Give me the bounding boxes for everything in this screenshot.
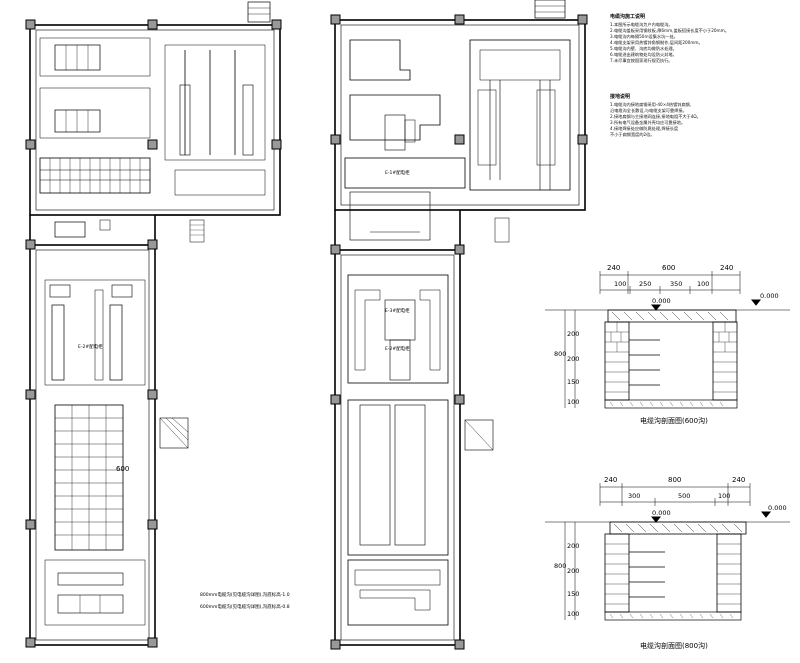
section-600-drawing (545, 271, 790, 409)
left-room-label-1: E-2#配电柜 (78, 345, 103, 350)
s800-vdim-4: 100 (567, 610, 580, 618)
s800-elevation-1: 0.000 (768, 504, 787, 512)
s600-dim-sub-2: 350 (670, 280, 683, 288)
s600-dim-sub-1: 250 (639, 280, 652, 288)
s600-vdim-1: 200 (567, 330, 580, 338)
middle-room-label-2: E-2#配电柜 (385, 347, 410, 352)
s600-vdim-4: 100 (567, 398, 580, 406)
middle-floor-plan (330, 0, 588, 650)
s800-dim-top-1: 800 (668, 476, 682, 484)
s800-elevation-0: 0.000 (652, 509, 671, 517)
middle-room-label-0: E-1#配电柜 (385, 171, 410, 176)
notes-title-2: 接地说明 (610, 94, 631, 100)
s600-caption: 电缆沟剖面图(600沟) (640, 417, 708, 425)
notes-line: 7.未尽事宜按国家现行规范执行。 (610, 58, 673, 63)
s600-dim-top-0: 240 (607, 264, 621, 272)
s600-dim-sub-0: 100 (614, 280, 627, 288)
left-dimension-600: 600 (116, 465, 130, 473)
middle-room-label-1: E-3#配电柜 (385, 309, 410, 314)
s600-vdim-2: 200 (567, 355, 580, 363)
s600-dim-top-2: 240 (720, 264, 734, 272)
notes-line: 3.所有电气设备金属外壳均应可靠接地。 (610, 120, 686, 125)
notes-line: 不小于扁钢宽度的2倍。 (610, 132, 655, 137)
notes-line: 4.电缆支架采用热镀锌角钢制作,层间距200mm。 (610, 40, 703, 45)
s600-elevation-0: 0.000 (652, 297, 671, 305)
s600-elevation-1: 0.000 (760, 292, 779, 300)
notes-line: 4.接地焊接处应做防腐处理,焊接长度 (610, 126, 679, 131)
notes-line: 1.电缆沟内接地扁钢采用-40×4热镀锌扁钢, (610, 102, 692, 107)
notes-line: 5.电缆沟内壁、沟底均做防水处理。 (610, 46, 677, 51)
s800-vdim-2: 200 (567, 567, 580, 575)
section-800-drawing (545, 483, 790, 621)
s800-dim-sub-1: 500 (678, 492, 691, 500)
notes-title: 电缆沟施工说明 (610, 14, 646, 20)
s800-dim-sub-2: 100 (718, 492, 731, 500)
s800-dim-top-0: 240 (604, 476, 618, 484)
s600-vdim-3: 150 (567, 378, 580, 386)
notes-line: 沿电缆沟全长敷设,与电缆支架可靠焊接。 (610, 108, 687, 113)
left-note-line-0: 800mm电缆沟(见电缆沟详图),沟底标高-1.0 (200, 593, 290, 598)
s800-vdim-3: 150 (567, 590, 580, 598)
notes-line: 2.接地扁钢与主接地网连接,接地电阻不大于4Ω。 (610, 114, 701, 119)
s600-dim-top-1: 600 (662, 264, 676, 272)
s800-dim-top-2: 240 (732, 476, 746, 484)
construction-notes: 电缆沟施工说明 1.本图所示电缆沟为户内电缆沟。 2.电缆沟盖板采用钢纹板,厚6… (610, 14, 729, 138)
notes-line: 3.电缆沟内每隔50m设集水坑一处。 (610, 34, 678, 39)
s800-vdim-1: 200 (567, 542, 580, 550)
notes-line: 1.本图所示电缆沟为户内电缆沟。 (610, 22, 673, 27)
notes-line: 6.电缆进出建筑物处均设防火封堵。 (610, 52, 677, 57)
s800-vdim-0: 800 (554, 562, 567, 570)
left-note-line-1: 600mm电缆沟(见电缆沟详图),沟底标高-0.8 (200, 605, 290, 610)
left-floor-plan (25, 1, 282, 648)
s600-vdim-0: 800 (554, 350, 567, 358)
s800-caption: 电缆沟剖面图(800沟) (640, 642, 708, 650)
notes-line: 2.电缆沟盖板采用钢纹板,厚6mm,盖板搭接长度不小于20mm。 (610, 28, 729, 33)
s800-dim-sub-0: 300 (628, 492, 641, 500)
s600-dim-sub-3: 100 (697, 280, 710, 288)
